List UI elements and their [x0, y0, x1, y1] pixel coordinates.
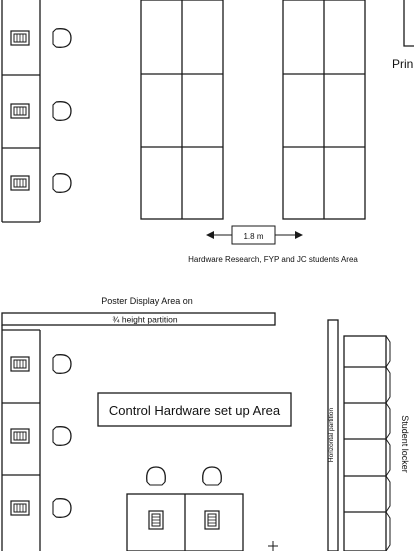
desk-icon — [204, 510, 220, 530]
workbench-block-1 — [140, 0, 224, 220]
control-hardware-stations — [126, 466, 278, 551]
student-locker-block: Student locker — [343, 335, 410, 551]
chair-icon — [52, 101, 72, 121]
chair-icon — [146, 466, 166, 486]
chair-icon — [52, 28, 72, 48]
top-left-workstations — [1, 0, 72, 223]
printer-area: Prin — [392, 0, 414, 71]
workbench-block-2 — [282, 0, 366, 220]
desk-icon — [148, 510, 164, 530]
desk-icon — [10, 175, 30, 191]
hardware-research-area-label: Hardware Research, FYP and JC students A… — [188, 255, 358, 264]
desk-icon — [10, 103, 30, 119]
locker-partition: Horizontal partition — [327, 319, 339, 551]
poster-display-label: Poster Display Area on — [101, 296, 193, 306]
partition-label: ¾ height partition — [112, 315, 177, 325]
chair-icon — [52, 426, 72, 446]
printer-label: Prin — [392, 57, 413, 71]
control-hardware-label: Control Hardware set up Area — [109, 403, 281, 418]
student-locker-label: Student locker — [400, 415, 410, 473]
desk-icon — [10, 500, 30, 516]
chair-icon — [52, 498, 72, 518]
chair-icon — [202, 466, 222, 486]
locker-partition-label: Horizontal partition — [328, 408, 335, 463]
dimension-marker: 1.8 m — [206, 225, 303, 245]
bottom-left-workstations — [1, 325, 72, 551]
desk-icon — [10, 356, 30, 372]
dimension-label: 1.8 m — [243, 232, 263, 241]
poster-display-area: Poster Display Area on ¾ height partitio… — [1, 296, 276, 326]
control-hardware-area: Control Hardware set up Area — [97, 392, 292, 427]
desk-icon — [10, 428, 30, 444]
desk-icon — [10, 30, 30, 46]
chair-icon — [52, 173, 72, 193]
chair-icon — [52, 354, 72, 374]
